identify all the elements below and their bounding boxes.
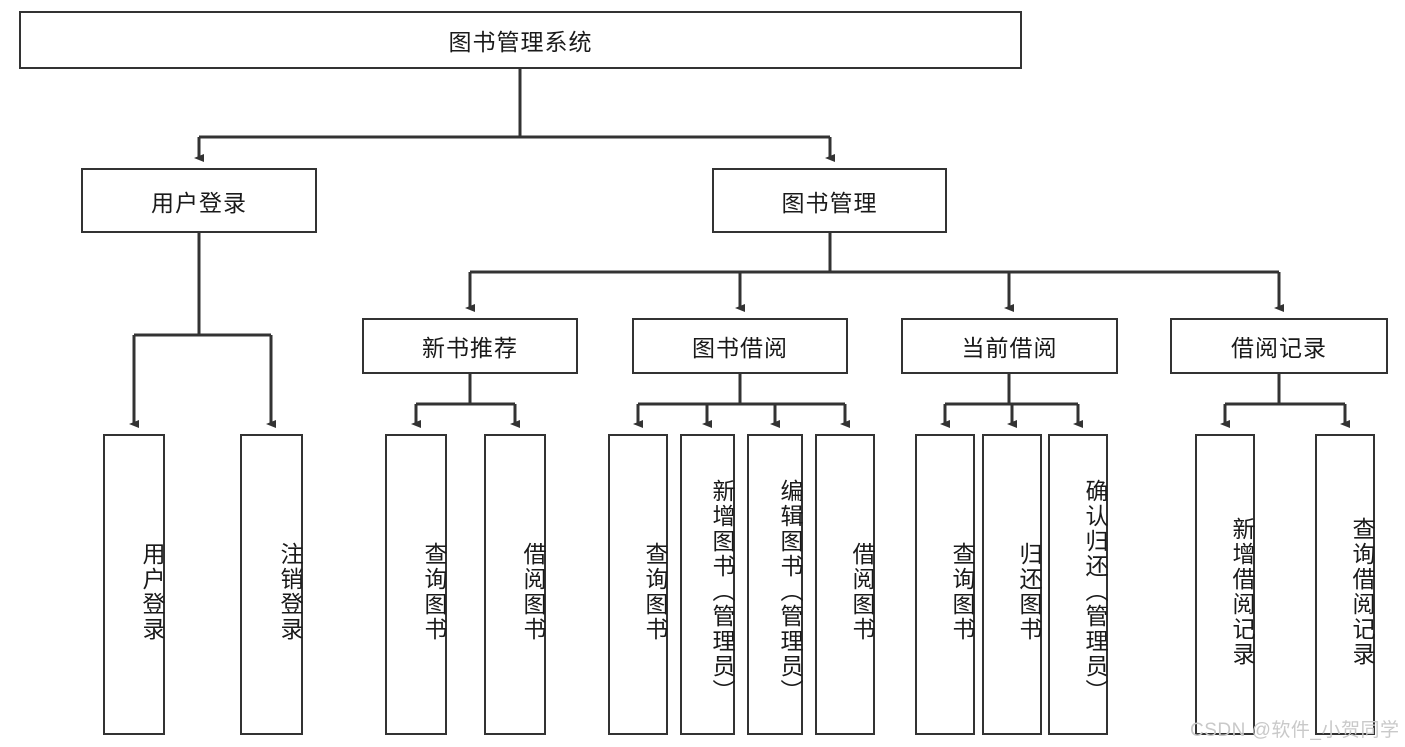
node-book-borrow[interactable]: 图书借阅	[632, 318, 848, 374]
leaf-node-label: 查询图书	[949, 541, 975, 642]
leaf-node[interactable]: 查询图书	[608, 434, 668, 735]
node-root[interactable]: 图书管理系统	[19, 11, 1022, 69]
leaf-node[interactable]: 借阅图书	[815, 434, 875, 735]
node-new-book-recommend-label: 新书推荐	[422, 335, 518, 361]
leaf-node-label: 查询图书	[421, 541, 447, 642]
node-book-management[interactable]: 图书管理	[712, 168, 947, 233]
leaf-node-label: 查询借阅记录	[1349, 516, 1375, 667]
node-book-management-label: 图书管理	[781, 189, 878, 216]
node-user-login-label: 用户登录	[151, 189, 247, 216]
leaf-node[interactable]: 确认归还（管理员）	[1048, 434, 1108, 735]
leaf-node-label: 注销登录	[277, 541, 303, 642]
leaf-node-label: 编辑图书（管理员）	[777, 479, 803, 704]
leaf-node-label: 新增借阅记录	[1229, 516, 1255, 667]
leaf-node-label: 归还图书	[1016, 541, 1042, 642]
node-book-borrow-label: 图书借阅	[692, 335, 788, 361]
node-borrow-record-label: 借阅记录	[1231, 335, 1327, 361]
leaf-node-label: 用户登录	[139, 541, 165, 642]
leaf-node[interactable]: 新增借阅记录	[1195, 434, 1255, 735]
node-current-borrow[interactable]: 当前借阅	[901, 318, 1118, 374]
leaf-node[interactable]: 借阅图书	[484, 434, 546, 735]
leaf-node[interactable]: 查询借阅记录	[1315, 434, 1375, 735]
node-user-login[interactable]: 用户登录	[81, 168, 317, 233]
leaf-node[interactable]: 用户登录	[103, 434, 165, 735]
leaf-node-label: 确认归还（管理员）	[1082, 479, 1108, 704]
leaf-node-label: 借阅图书	[849, 541, 875, 642]
leaf-node[interactable]: 注销登录	[240, 434, 303, 735]
leaf-node[interactable]: 归还图书	[982, 434, 1042, 735]
leaf-node[interactable]: 查询图书	[915, 434, 975, 735]
leaf-node-label: 新增图书（管理员）	[709, 479, 735, 704]
csdn-watermark: CSDN @软件_小贺同学	[1190, 720, 1400, 741]
leaf-node-label: 借阅图书	[520, 541, 546, 642]
node-borrow-record[interactable]: 借阅记录	[1170, 318, 1388, 374]
leaf-node[interactable]: 新增图书（管理员）	[680, 434, 735, 735]
leaf-node[interactable]: 查询图书	[385, 434, 447, 735]
node-current-borrow-label: 当前借阅	[961, 335, 1058, 361]
leaf-node-label: 查询图书	[642, 541, 668, 642]
leaf-node[interactable]: 编辑图书（管理员）	[747, 434, 803, 735]
node-new-book-recommend[interactable]: 新书推荐	[362, 318, 578, 374]
node-root-label: 图书管理系统	[448, 29, 593, 55]
